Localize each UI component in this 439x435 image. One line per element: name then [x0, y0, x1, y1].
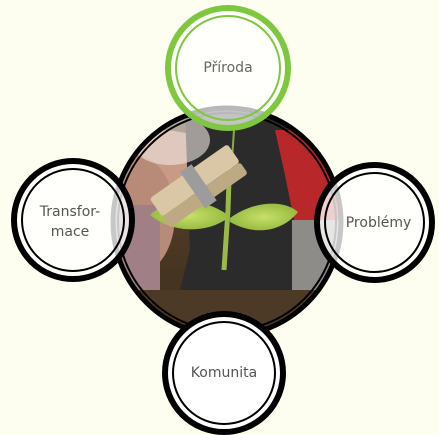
cycle-node-priroda[interactable]: Příroda: [165, 5, 291, 131]
cycle-node-komunita[interactable]: Komunita: [162, 311, 286, 435]
node-label-priroda: Příroda: [203, 60, 253, 76]
node-label-problemy: Problémy: [345, 214, 412, 231]
node-label-komunita: Komunita: [190, 365, 258, 381]
node-label-transformace: Transfor- mace: [39, 204, 101, 240]
cycle-node-transformace[interactable]: Transfor- mace: [11, 158, 135, 282]
cycle-node-problemy[interactable]: Problémy: [314, 162, 435, 283]
